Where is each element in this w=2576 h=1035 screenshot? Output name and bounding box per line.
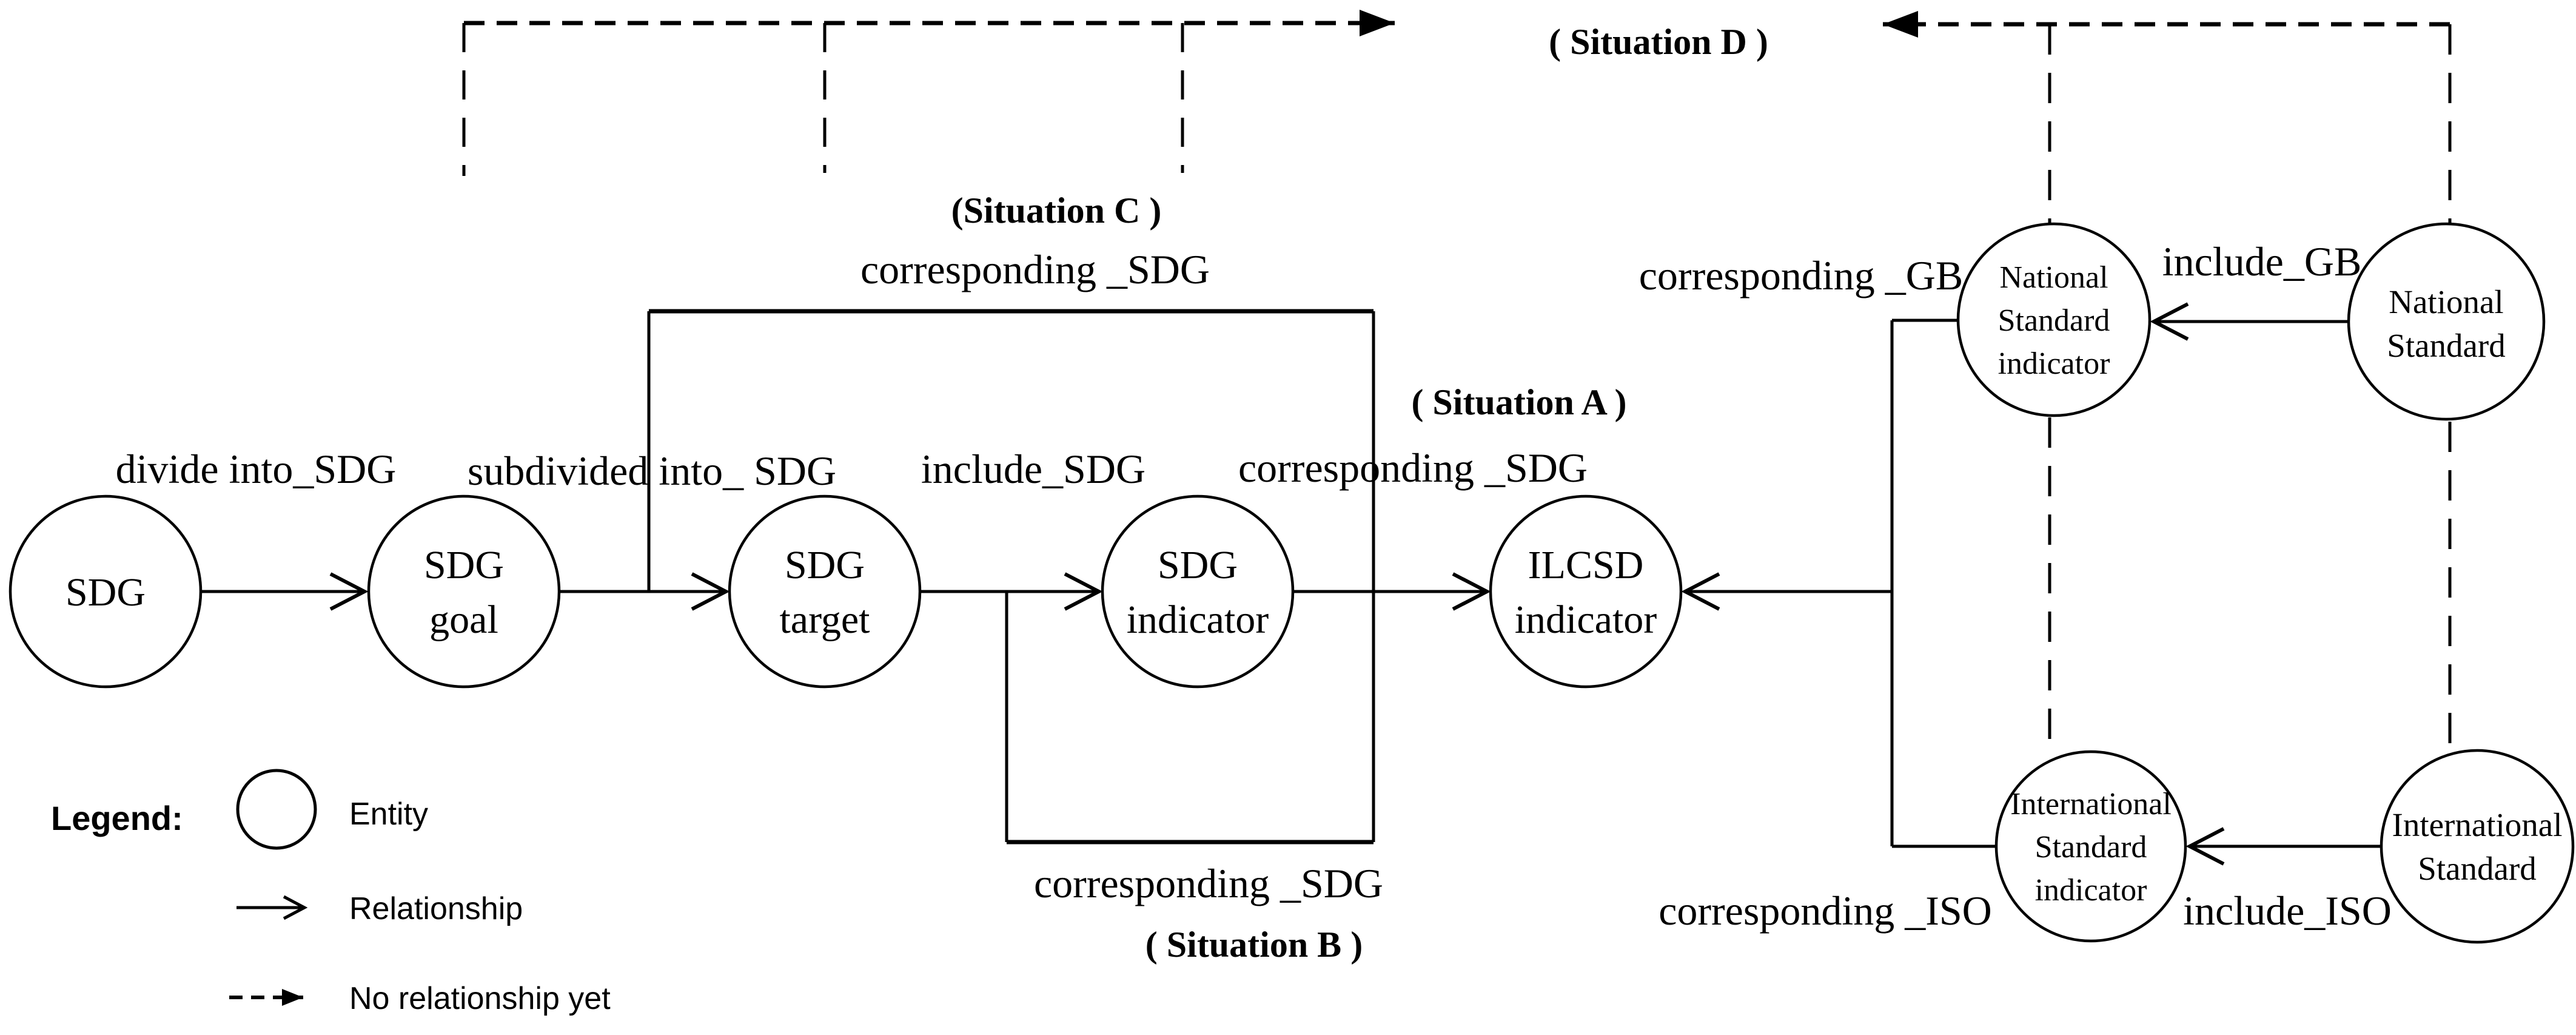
- entity-national-standard: [2347, 222, 2546, 421]
- annotation-situation-d: ( Situation D ): [1549, 22, 1768, 62]
- label-divide-into-sdg: divide into_SDG: [116, 446, 397, 492]
- label-is-1: International: [2392, 806, 2563, 843]
- label-corresponding-sdg-main: corresponding _SDG: [1238, 445, 1588, 491]
- label-sdg-target-1: SDG: [785, 543, 865, 587]
- legend-entity-label: Entity: [349, 797, 428, 832]
- legend-entity-icon: [236, 769, 317, 850]
- annotation-situation-a: ( Situation A ): [1411, 382, 1626, 422]
- label-corresponding-sdg-bottom: corresponding _SDG: [1034, 860, 1383, 906]
- entity-international-standard-indicator: [1994, 750, 2187, 943]
- label-sdg-goal-2: goal: [429, 598, 498, 642]
- label-isi-1: International: [2010, 787, 2172, 821]
- entity-sdg-goal: [367, 494, 561, 689]
- label-subdivided-into-sdg: subdivided into_ SDG: [468, 448, 836, 494]
- label-include-iso: include_ISO: [2183, 888, 2392, 934]
- label-isi-3: indicator: [2035, 873, 2147, 908]
- label-include-sdg: include_SDG: [921, 446, 1145, 492]
- legend-no-relationship-label: No relationship yet: [349, 981, 611, 1016]
- label-ilcsd-indicator-1: ILCSD: [1528, 543, 1644, 587]
- label-nsi-2: Standard: [1998, 303, 2110, 338]
- entity-ilcsd-indicator: [1489, 494, 1683, 689]
- label-sdg: SDG: [65, 570, 146, 615]
- label-ns-2: Standard: [2387, 327, 2506, 364]
- entity-sdg-indicator: [1101, 494, 1295, 689]
- label-include-gb: include_GB: [2162, 238, 2362, 285]
- entity-national-standard-indicator: [1956, 222, 2152, 417]
- label-nsi-3: indicator: [1998, 346, 2110, 381]
- entity-sdg: [8, 494, 203, 689]
- legend-title: Legend:: [51, 799, 183, 837]
- label-corresponding-iso: corresponding _ISO: [1659, 888, 1992, 934]
- label-sdg-indicator-2: indicator: [1127, 598, 1269, 642]
- label-ns-1: National: [2389, 283, 2503, 320]
- annotation-situation-c: (Situation C ): [951, 190, 1162, 231]
- label-sdg-target-2: target: [779, 598, 870, 642]
- label-ilcsd-indicator-2: indicator: [1515, 598, 1657, 642]
- legend-relationship-label: Relationship: [349, 891, 523, 926]
- entity-international-standard: [2380, 749, 2575, 944]
- label-nsi-1: National: [1999, 260, 2108, 295]
- label-corresponding-gb: corresponding _GB: [1639, 252, 1963, 298]
- annotation-situation-b: ( Situation B ): [1145, 925, 1363, 965]
- label-sdg-goal-1: SDG: [424, 543, 504, 587]
- label-is-2: Standard: [2418, 850, 2537, 887]
- entity-sdg-target: [728, 494, 922, 689]
- label-isi-2: Standard: [2035, 830, 2147, 865]
- label-sdg-indicator-1: SDG: [1158, 543, 1238, 587]
- label-corresponding-sdg-top: corresponding _SDG: [860, 246, 1210, 292]
